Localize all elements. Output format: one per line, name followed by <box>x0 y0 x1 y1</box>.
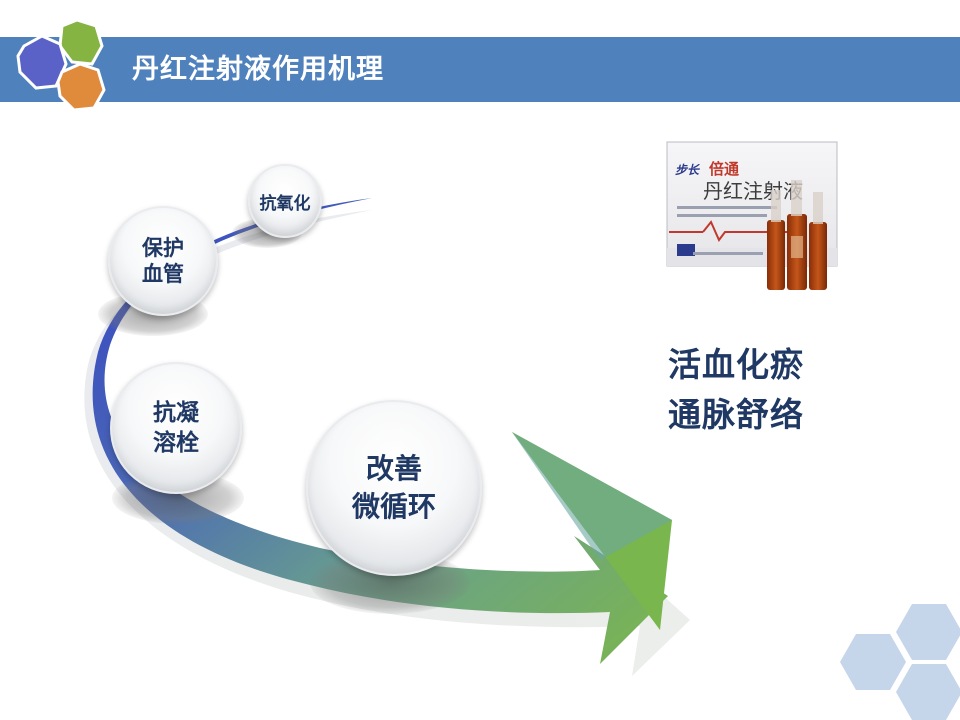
deco-hexagon-2 <box>840 634 906 690</box>
node-anticoagulant: 抗凝 溶栓 <box>110 362 242 494</box>
result-line-1: 活血化瘀 <box>668 345 804 384</box>
product-sub-brand: 倍通 <box>709 160 739 178</box>
arrowhead-shade <box>512 432 672 560</box>
node-label: 改善 微循环 <box>351 452 436 523</box>
hexagon-blue-icon <box>16 34 68 90</box>
node-label: 抗凝 溶栓 <box>153 400 199 456</box>
deco-hexagon-3 <box>896 664 960 720</box>
title-bar: 丹红注射液作用机理 <box>0 37 960 102</box>
node-microcirculation: 改善 微循环 <box>306 400 482 576</box>
page-title: 丹红注射液作用机理 <box>132 54 384 85</box>
deco-hexagon-1 <box>896 604 960 660</box>
node-label: 抗氧化 <box>259 193 311 214</box>
node-antioxidant: 抗氧化 <box>248 164 322 238</box>
node-protect-vessels: 保护 血管 <box>108 206 218 316</box>
product-name: 丹红注射液 <box>703 179 803 203</box>
product-box-image: 步长 倍通 丹红注射液 <box>666 141 838 290</box>
hexagon-logo-icon <box>16 18 106 112</box>
hexagon-orange-icon <box>56 62 106 112</box>
result-text: 活血化瘀 通脉舒络 <box>668 340 838 440</box>
result-line-2: 通脉舒络 <box>668 395 804 434</box>
arrow-body <box>92 198 668 664</box>
product-brand: 步长 <box>675 163 700 177</box>
node-label: 保护 血管 <box>142 236 184 286</box>
